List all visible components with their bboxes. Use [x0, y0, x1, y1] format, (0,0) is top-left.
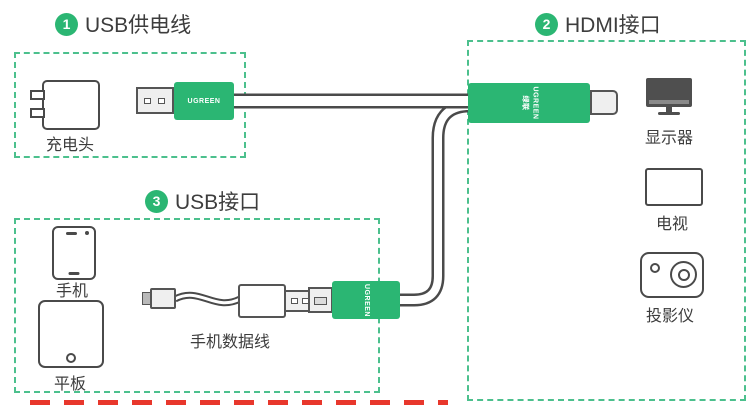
- monitor-base: [658, 112, 680, 115]
- brand-text: UGREEN: [362, 283, 370, 317]
- hdmi-section-box: [467, 40, 746, 401]
- step-2-badge: 2: [535, 12, 558, 36]
- section-title-usb: USB接口: [175, 191, 261, 214]
- charger-label: 充电头: [45, 137, 94, 154]
- monitor-strip: [649, 100, 689, 104]
- usb-plug-body: UGREEN: [174, 82, 234, 120]
- tablet-home-button: [66, 353, 76, 363]
- usb-female-body: UGREEN: [332, 281, 400, 319]
- usb-plug-hole: [158, 98, 165, 104]
- bottom-red-dashed-border: [30, 400, 448, 405]
- monitor-icon: [646, 78, 692, 118]
- charger-icon: [30, 80, 100, 130]
- tv-icon: [645, 168, 703, 206]
- projector-lens-inner: [677, 268, 690, 281]
- brand-text: UGREEN: [187, 97, 221, 105]
- projector-label: 投影仪: [645, 308, 694, 325]
- charger-prong: [30, 108, 45, 118]
- hdmi-plug: UGREEN 绿联: [468, 83, 620, 123]
- phone-icon: [52, 226, 96, 280]
- section-title-power: USB供电线: [85, 14, 192, 37]
- usb-female-metal: [308, 287, 333, 313]
- usb-plug-metal-tip: [136, 87, 174, 114]
- data-cable-label: 手机数据线: [189, 334, 270, 351]
- step-3-badge: 3: [145, 189, 168, 213]
- step-1-badge: 1: [55, 12, 78, 36]
- section-heading-power: 1 USB供电线: [55, 9, 191, 39]
- cable-core: [174, 293, 241, 305]
- phone-speaker: [66, 232, 77, 235]
- usb-power-plug: UGREEN: [136, 82, 234, 120]
- usb-female-slot: [314, 297, 327, 305]
- monitor-stand: [666, 107, 672, 112]
- phone-data-cable: [173, 291, 242, 307]
- section-heading-hdmi: 2 HDMI接口: [535, 9, 661, 39]
- tv-label: 电视: [655, 216, 688, 233]
- section-heading-usb: 3 USB接口: [145, 186, 260, 216]
- brand-text-cn: 绿联: [520, 95, 528, 111]
- projector-dot: [650, 263, 660, 273]
- data-cable-usb-plug: [238, 284, 314, 318]
- usb-plug-hole: [144, 98, 151, 104]
- section-title-hdmi: HDMI接口: [565, 14, 661, 37]
- brand-text-vertical: UGREEN 绿联: [520, 87, 538, 120]
- phone-label: 手机: [55, 283, 88, 300]
- brand-text-vertical: UGREEN: [362, 284, 369, 317]
- hdmi-plug-body: UGREEN 绿联: [468, 83, 590, 123]
- hdmi-metal-tip: [590, 90, 618, 115]
- usb-plug-body: [238, 284, 286, 318]
- monitor-label: 显示器: [644, 130, 693, 147]
- micro-usb-body: [150, 288, 176, 309]
- projector-lens: [670, 261, 697, 288]
- micro-usb-plug: [142, 288, 176, 310]
- projector-icon: [640, 252, 704, 298]
- tablet-label: 平板: [53, 376, 86, 393]
- brand-text: UGREEN: [530, 86, 538, 120]
- charger-prong: [30, 90, 45, 100]
- phone-camera: [85, 231, 89, 235]
- usb-branch-cable: [392, 99, 472, 307]
- phone-home-bar: [68, 272, 80, 275]
- usb-plug-hole: [291, 298, 298, 304]
- cable-outline: [392, 99, 472, 307]
- tablet-icon: [38, 300, 104, 368]
- usb-female-port: UGREEN: [308, 281, 400, 319]
